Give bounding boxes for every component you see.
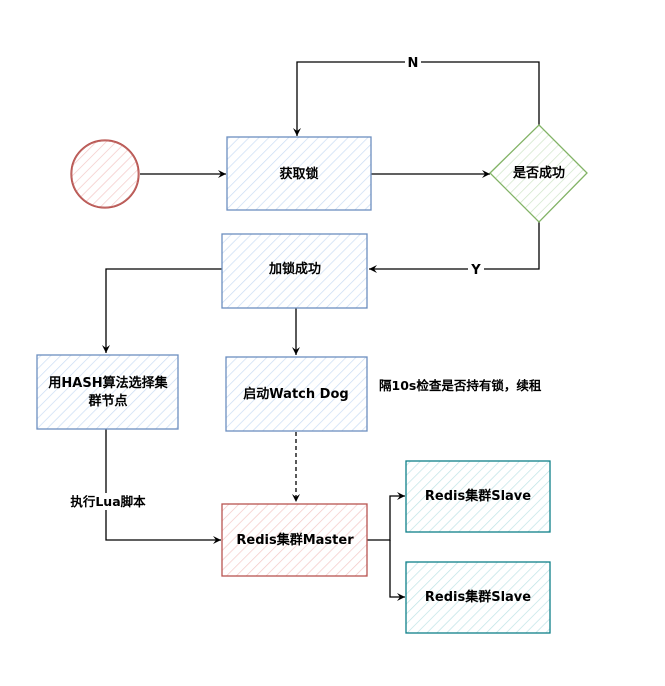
edge-decision-yes — [369, 222, 540, 273]
edge-master-to-slave-2 — [389, 540, 405, 601]
is-success-label: 是否成功 — [512, 165, 565, 181]
watch-dog-node: 启动Watch Dog — [225, 356, 368, 432]
redis-master-label: Redis集群Master — [236, 532, 354, 548]
edge-label-no: N — [408, 56, 419, 71]
redis-slave-label-1: Redis集群Slave — [425, 488, 531, 504]
lock-success-node: 加锁成功 — [221, 233, 368, 309]
edge-label-bg — [405, 55, 421, 69]
acquire-lock-node: 获取锁 — [226, 136, 372, 211]
watch-dog-note: 隔10s检查是否持有锁，续租 — [379, 378, 542, 393]
redis-master-node: Redis集群Master — [221, 503, 368, 577]
hash-select-node: 用HASH算法选择集 群节点 — [36, 354, 179, 430]
hash-select-label-line2: 群节点 — [88, 393, 127, 409]
redis-slave-node-1: Redis集群Slave — [405, 460, 551, 533]
edge-hash-to-master — [105, 429, 221, 544]
hash-select-label-line1: 用HASH算法选择集 — [47, 375, 168, 391]
is-success-decision: 是否成功 — [489, 124, 588, 223]
redis-slave-label-2: Redis集群Slave — [425, 589, 531, 605]
watch-dog-label: 启动Watch Dog — [243, 386, 348, 402]
edge-decision-no-loop — [293, 61, 540, 136]
edge-master-to-slave-1 — [367, 492, 405, 541]
start-node — [70, 139, 140, 209]
edge-label-bg — [66, 493, 150, 510]
edge-label-yes: Y — [470, 263, 481, 278]
redis-slave-node-2: Redis集群Slave — [405, 561, 551, 634]
edge-success-to-hash — [102, 268, 222, 353]
acquire-lock-label: 获取锁 — [279, 166, 318, 182]
edge-label-bg — [468, 262, 484, 276]
edge-label-lua-script: 执行Lua脚本 — [70, 494, 146, 509]
lock-success-label: 加锁成功 — [268, 261, 321, 277]
